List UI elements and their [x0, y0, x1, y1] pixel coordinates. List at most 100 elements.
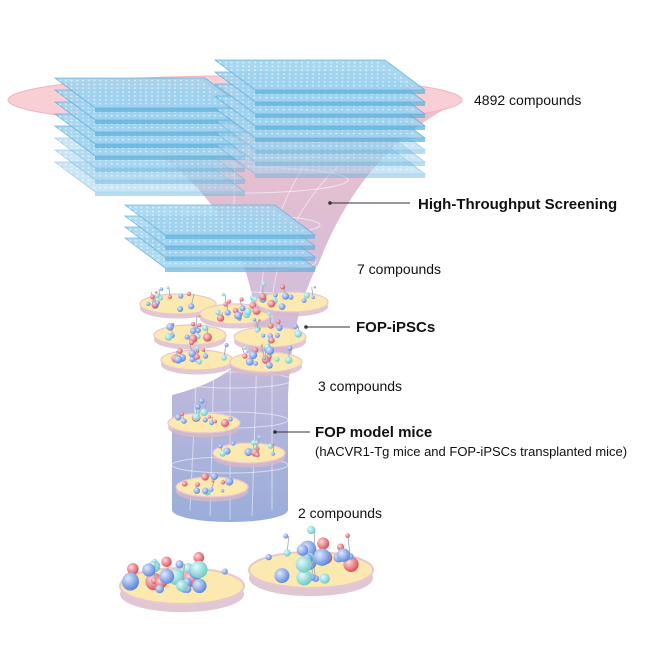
- molecule: [303, 292, 310, 299]
- plate-side: [95, 156, 245, 160]
- molecule: [280, 284, 286, 290]
- molecule: [155, 584, 164, 594]
- molecule: [184, 334, 190, 340]
- molecule: [176, 580, 188, 592]
- molecule: [166, 323, 174, 331]
- molecule: [228, 417, 233, 422]
- molecule: [267, 299, 276, 308]
- molecule: [175, 560, 184, 569]
- molecule: [242, 353, 248, 359]
- molecule: [161, 556, 172, 568]
- molecule: [284, 356, 293, 364]
- molecule: [210, 472, 218, 481]
- molecule: [267, 311, 272, 316]
- culture-dish: [255, 281, 329, 317]
- molecule: [193, 487, 201, 494]
- molecule: [207, 415, 212, 419]
- molecule: [173, 355, 183, 364]
- molecule: [174, 413, 182, 421]
- molecule: [159, 568, 175, 584]
- molecule: [227, 299, 232, 304]
- plate-side: [165, 246, 315, 250]
- molecule: [220, 489, 225, 493]
- molecule: [142, 563, 156, 577]
- molecule: [261, 333, 266, 338]
- molecule: [194, 324, 199, 329]
- stage-label-mice: FOP model mice: [315, 424, 433, 441]
- plate-side: [255, 174, 425, 178]
- molecule: [154, 293, 160, 299]
- molecule: [313, 286, 316, 289]
- molecule: [195, 327, 201, 334]
- plate-side: [165, 268, 315, 272]
- molecule: [295, 556, 312, 573]
- molecule: [288, 294, 294, 300]
- molecule: [190, 560, 208, 579]
- plate-side: [255, 150, 425, 154]
- molecule: [319, 573, 330, 584]
- molecule-bond: [311, 287, 314, 298]
- molecule: [221, 292, 225, 297]
- molecule: [220, 419, 230, 428]
- molecule: [188, 349, 196, 358]
- molecule: [231, 441, 236, 446]
- molecule: [257, 435, 261, 439]
- molecule: [251, 439, 257, 446]
- molecule: [306, 525, 316, 535]
- molecule: [276, 324, 283, 332]
- molecule: [253, 361, 259, 366]
- plate-side: [255, 162, 425, 166]
- plate-side: [165, 235, 315, 239]
- well-plate-stacks: [53, 59, 427, 272]
- molecule: [146, 301, 151, 307]
- molecule: [197, 323, 202, 328]
- molecule: [209, 420, 214, 426]
- molecule: [188, 339, 195, 346]
- molecule: [225, 477, 234, 486]
- molecule: [189, 356, 196, 363]
- plate-wells: [59, 79, 234, 105]
- culture-dish: [212, 435, 286, 468]
- molecule: [202, 332, 212, 342]
- molecule: [273, 292, 278, 298]
- culture-dish: [199, 292, 273, 329]
- molecule: [155, 300, 161, 306]
- molecule: [249, 350, 258, 360]
- molecule: [181, 418, 187, 424]
- molecule: [278, 303, 286, 311]
- molecule: [164, 333, 173, 341]
- stage-sublabel-mice: (hACVR1-Tg mice and FOP-iPSCs transplant…: [315, 444, 628, 459]
- plate-side: [165, 257, 315, 261]
- molecule: [266, 354, 272, 359]
- molecule: [127, 563, 139, 575]
- molecule: [194, 354, 200, 360]
- molecule: [195, 403, 201, 410]
- molecule: [195, 346, 200, 351]
- molecule: [202, 417, 208, 423]
- molecule: [265, 346, 275, 355]
- molecule: [181, 480, 188, 487]
- molecule: [221, 568, 228, 575]
- plate-side: [95, 132, 245, 136]
- culture-dishes: [119, 281, 374, 613]
- molecule: [234, 311, 243, 320]
- leader-dot-ipsc: [304, 325, 308, 329]
- plate-side: [95, 144, 245, 148]
- molecule: [180, 412, 184, 416]
- molecule: [271, 452, 275, 456]
- molecule: [197, 314, 201, 318]
- molecule: [209, 487, 214, 492]
- molecule: [216, 314, 225, 322]
- well-plate: [213, 59, 427, 94]
- molecule: [221, 354, 227, 361]
- molecule: [211, 479, 215, 483]
- molecule: [224, 309, 231, 316]
- molecule: [223, 301, 229, 307]
- molecule: [154, 290, 158, 294]
- molecule: [167, 294, 173, 300]
- molecule: [177, 305, 184, 312]
- molecule: [239, 297, 244, 302]
- molecule: [178, 293, 184, 299]
- molecule: [186, 291, 192, 296]
